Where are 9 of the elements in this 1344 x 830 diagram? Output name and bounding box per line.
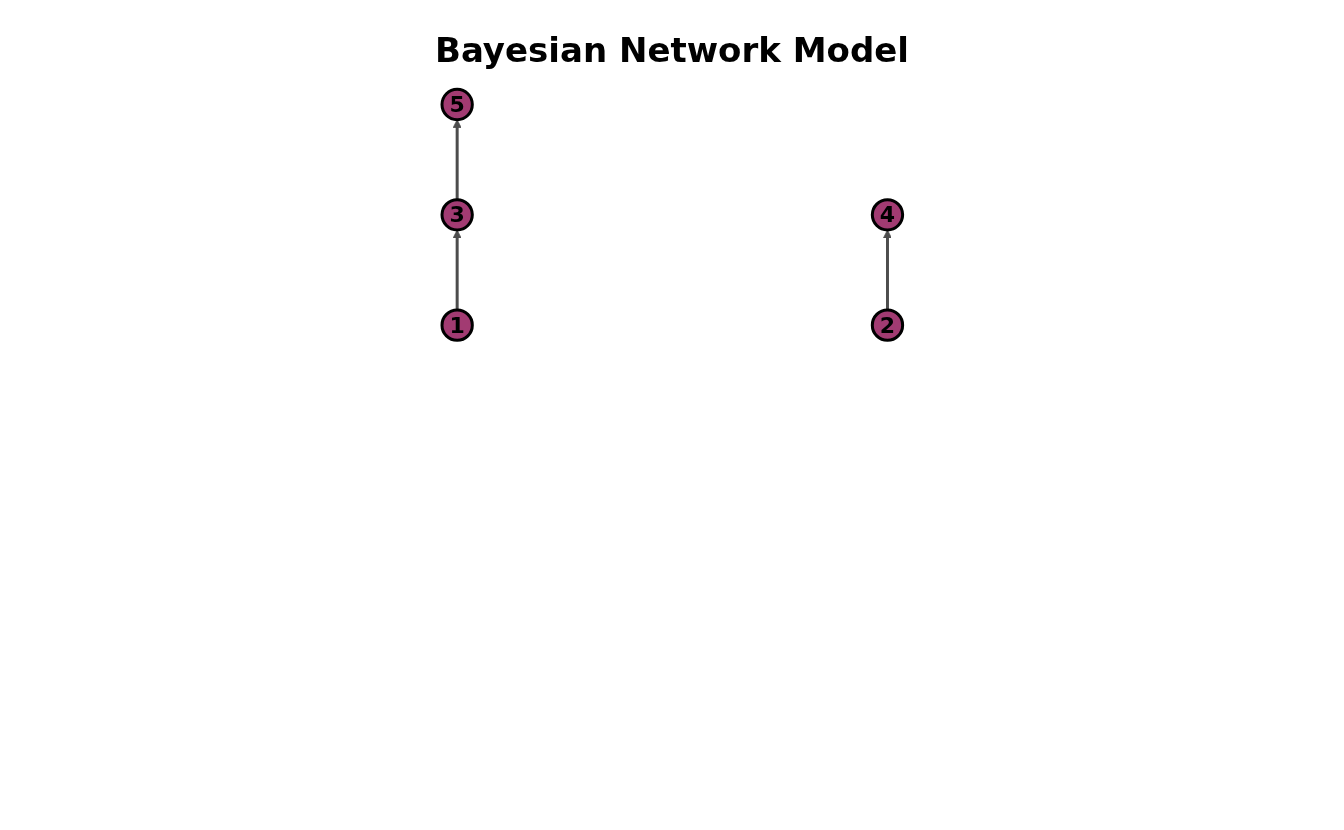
- diagram-title: Bayesian Network Model: [434, 30, 910, 70]
- node-circle: 3: [440, 198, 474, 232]
- node-circle: 4: [870, 198, 904, 232]
- node-circle: 5: [440, 87, 474, 122]
- node-circle: 2: [870, 308, 904, 342]
- arrow: [882, 229, 892, 310]
- node-circle: 1: [440, 308, 474, 342]
- arrow: [452, 229, 462, 310]
- arrow: [452, 119, 462, 200]
